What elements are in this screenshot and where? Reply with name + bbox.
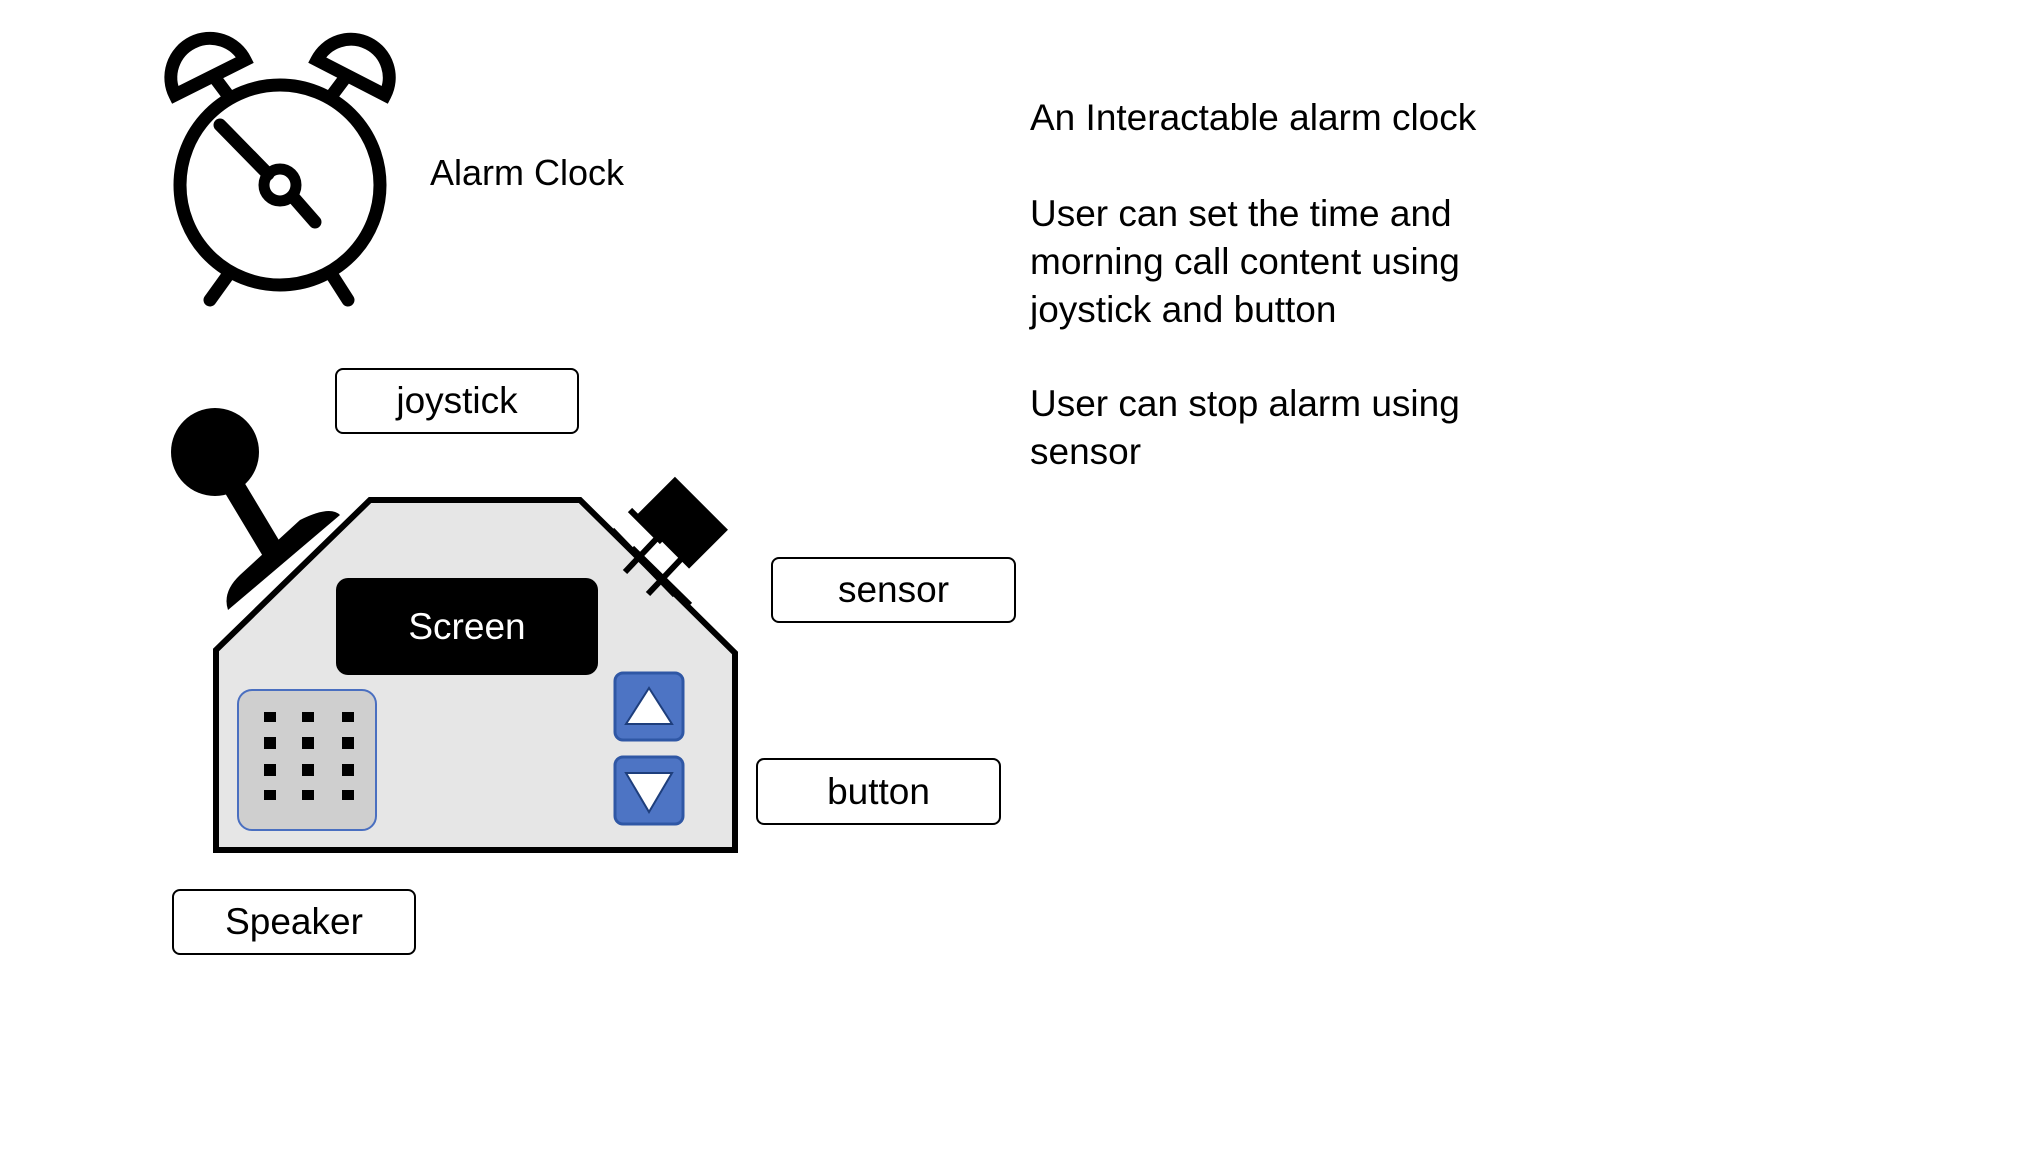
down-arrow-icon xyxy=(624,772,674,814)
description-paragraph-2: User can stop alarm using sensor xyxy=(1030,380,1460,476)
speaker-grille-icon xyxy=(237,689,377,831)
down-button[interactable] xyxy=(613,755,685,826)
description-line: User can stop alarm using xyxy=(1030,383,1460,424)
description-line: sensor xyxy=(1030,431,1142,472)
description-line: morning call content using xyxy=(1030,241,1460,282)
description-line: joystick and button xyxy=(1030,289,1337,330)
up-arrow-icon xyxy=(624,686,674,725)
up-button[interactable] xyxy=(613,671,685,742)
joystick-icon xyxy=(171,408,340,610)
joystick-label: joystick xyxy=(335,368,579,434)
speaker-label: Speaker xyxy=(172,889,416,955)
description-paragraph-1: User can set the time and morning call c… xyxy=(1030,190,1460,334)
sensor-icon xyxy=(609,476,728,608)
screen-display: Screen xyxy=(336,578,598,675)
description-heading: An Interactable alarm clock xyxy=(1030,97,1477,138)
sensor-label: sensor xyxy=(771,557,1016,623)
description-line: User can set the time and xyxy=(1030,193,1452,234)
app-title: Alarm Clock xyxy=(430,152,625,193)
button-label: button xyxy=(756,758,1001,825)
